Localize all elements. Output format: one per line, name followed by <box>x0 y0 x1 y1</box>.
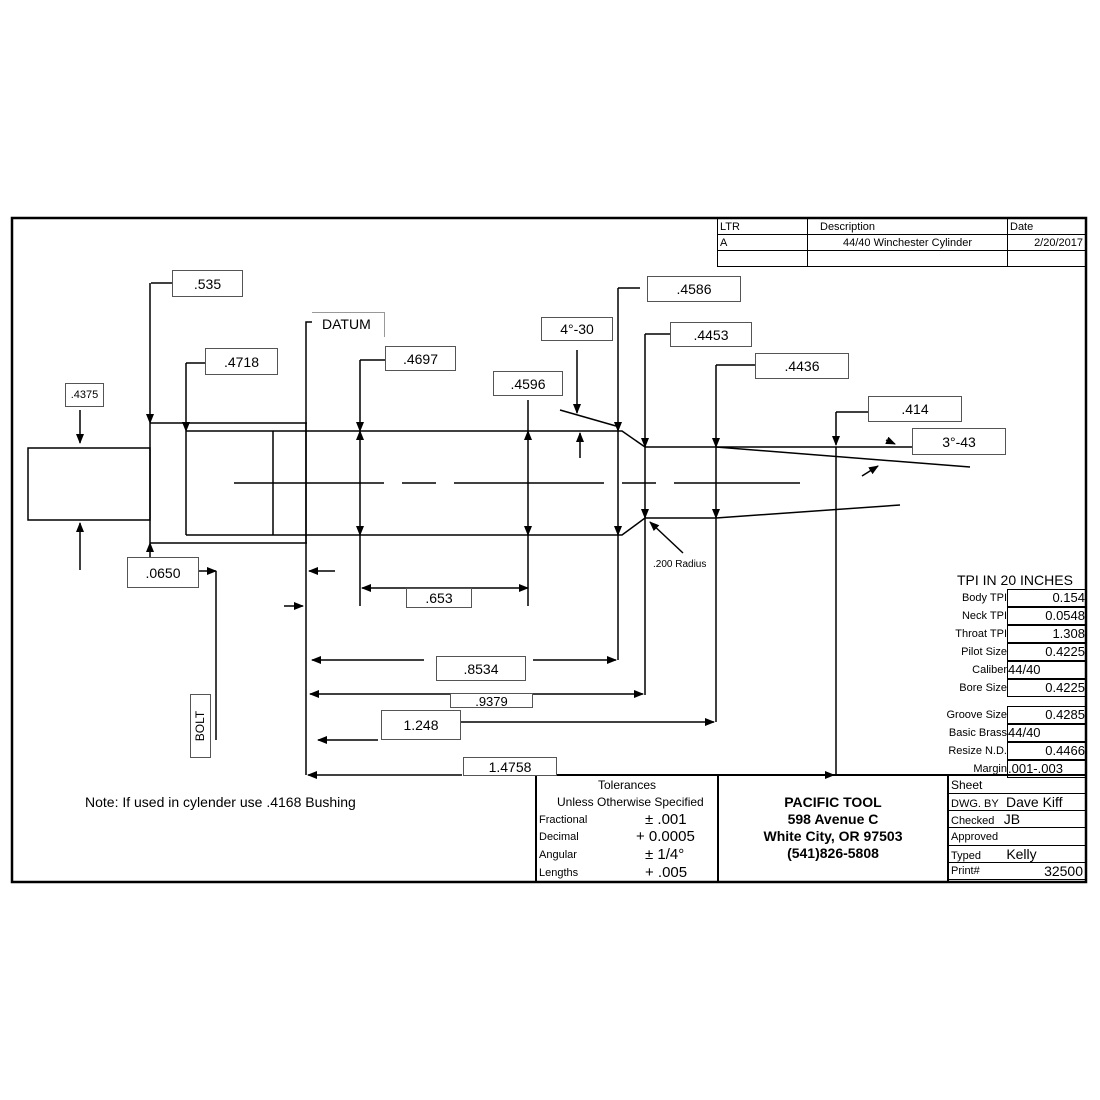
datum-label: DATUM <box>322 316 371 332</box>
dim-angle-3-43: 3°-43 <box>912 428 1006 455</box>
dim-9379: .9379 <box>450 693 533 708</box>
radius-note: .200 Radius <box>653 559 707 570</box>
rev-empty-cell <box>807 250 1008 267</box>
tpi-value: 1.308 <box>1007 625 1086 643</box>
tpi-value: 44/40 <box>1007 724 1086 742</box>
checked-value: JB <box>1003 811 1021 827</box>
checked-label: Checked <box>951 815 995 827</box>
bushing-note: Note: If used in cylender use .4168 Bush… <box>85 794 356 810</box>
tolerances-title: Tolerances <box>598 778 657 792</box>
tpi-label: Groove Size <box>946 709 1007 721</box>
rev-description: 44/40 Winchester Cylinder <box>807 234 1008 251</box>
print-label: Print# <box>947 862 1008 880</box>
tpi-value: 0.0548 <box>1007 607 1086 625</box>
dim-4718: .4718 <box>205 348 278 375</box>
dwg-by-label: DWG. BY <box>951 798 999 810</box>
dwg-by-value: Dave Kiff <box>1006 794 1063 810</box>
dim-4453: .4453 <box>670 322 752 347</box>
bolt-text: BOLT <box>193 710 208 742</box>
company-city: White City, OR 97503 <box>763 828 903 844</box>
bolt-label: BOLT <box>190 694 211 758</box>
print-value: 32500 <box>1007 862 1086 880</box>
company-name: PACIFIC TOOL <box>784 794 882 810</box>
company-phone: (541)826-5808 <box>787 845 879 861</box>
dim-4596: .4596 <box>493 371 563 396</box>
tol-label-fractional: Fractional <box>539 814 588 826</box>
dim-angle-4-30: 4°-30 <box>541 317 613 341</box>
approved-label: Approved <box>948 827 1086 846</box>
tol-value-lengths: + .005 <box>645 864 688 881</box>
tol-value-angular: ± 1/4° <box>645 846 685 863</box>
tpi-title: TPI IN 20 INCHES <box>957 572 1073 588</box>
chamber-outline-top <box>186 430 1000 448</box>
typed-label: Typed <box>951 850 981 862</box>
dim-4697: .4697 <box>385 346 456 371</box>
dim-1248: 1.248 <box>381 710 461 740</box>
tpi-label: Body TPI <box>961 592 1007 604</box>
rev-header-ltr: LTR <box>717 218 808 235</box>
tpi-label: Caliber <box>972 664 1007 676</box>
tpi-value: 44/40 <box>1007 661 1086 679</box>
dim-4436: .4436 <box>755 353 849 379</box>
tpi-label: Resize N.D. <box>948 745 1007 757</box>
tpi-value: 0.4285 <box>1007 706 1086 724</box>
sheet-label: Sheet <box>948 775 1086 794</box>
title-block: Sheet DWG. BY Dave Kiff Checked JB Appro… <box>947 775 1086 880</box>
dim-0650: .0650 <box>127 557 199 588</box>
dim-4375: .4375 <box>65 383 104 407</box>
tpi-label: Margin <box>973 763 1007 775</box>
datum-box-line <box>312 312 385 337</box>
dim-414: .414 <box>868 396 962 422</box>
tpi-value: 0.154 <box>1007 589 1086 607</box>
tpi-label: Basic Brass <box>948 727 1007 739</box>
tpi-label: Bore Size <box>959 682 1007 694</box>
dim-14758: 1.4758 <box>463 757 557 776</box>
tol-label-decimal: Decimal <box>539 831 579 843</box>
tolerances-subtitle: Unless Otherwise Specified <box>557 795 704 809</box>
tpi-value: 0.4225 <box>1007 643 1086 661</box>
chamber-outline-bottom <box>186 517 716 536</box>
tol-value-decimal: + 0.0005 <box>636 828 695 845</box>
tpi-label: Neck TPI <box>961 610 1007 622</box>
checked-row: Checked JB <box>948 810 1086 828</box>
rev-ltr: A <box>717 234 808 251</box>
dim-8534: .8534 <box>436 656 526 681</box>
typed-row: Typed Kelly <box>948 845 1086 863</box>
rev-date: 2/20/2017 <box>1007 234 1086 251</box>
rev-header-description: Description <box>807 218 1008 235</box>
revision-table: LTR Description Date A 44/40 Winchester … <box>717 218 1086 267</box>
tol-label-lengths: Lengths <box>539 867 579 879</box>
typed-value: Kelly <box>1006 846 1037 862</box>
tpi-value: 0.4466 <box>1007 742 1086 760</box>
dim-4586: .4586 <box>647 276 741 302</box>
dwg-by-row: DWG. BY Dave Kiff <box>948 793 1086 811</box>
tpi-row: Resize N.D.0.4466 <box>920 742 1086 760</box>
rev-header-date: Date <box>1007 218 1086 235</box>
rev-empty-cell <box>1007 250 1086 267</box>
tpi-value: 0.4225 <box>1007 679 1086 697</box>
pilot-shank <box>27 447 151 521</box>
tol-value-fractional: ± .001 <box>645 811 687 828</box>
tol-label-angular: Angular <box>539 849 577 861</box>
drawing-border <box>10 216 1088 884</box>
dim-535: .535 <box>172 270 243 297</box>
company-block: PACIFIC TOOL 598 Avenue C White City, OR… <box>718 794 948 862</box>
tpi-label: Throat TPI <box>955 628 1007 640</box>
dim-653: .653 <box>406 588 472 608</box>
tpi-label: Pilot Size <box>961 646 1007 658</box>
tpi-gap <box>920 697 1086 706</box>
company-address: 598 Avenue C <box>787 811 879 827</box>
rev-empty-cell <box>717 250 808 267</box>
